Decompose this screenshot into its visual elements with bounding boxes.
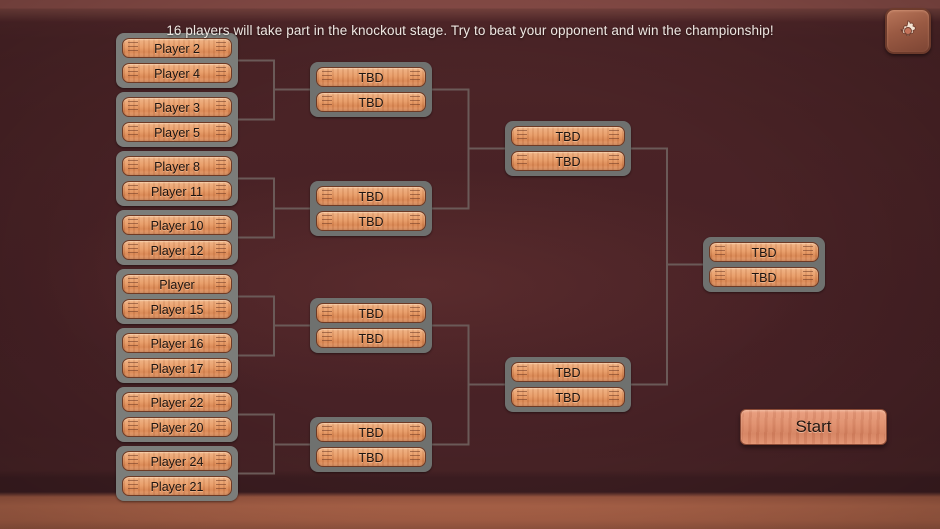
match-slot[interactable]: Player 11 [122,181,232,201]
match-slot-label: Player 17 [150,362,204,376]
match-semifinals-1: TBD TBD [505,121,631,176]
match-slot-label: TBD [358,190,384,204]
match-slot[interactable]: TBD [316,328,426,348]
match-slot[interactable]: Player 21 [122,476,232,496]
match-round-of-16-6: Player 16 Player 17 [116,328,238,383]
match-slot-label: Player 10 [150,219,204,233]
match-slot[interactable]: Player 2 [122,38,232,58]
match-final-1: TBD TBD [703,237,825,292]
match-slot-label: TBD [358,96,384,110]
page-title: 16 players will take part in the knockou… [166,23,774,38]
match-slot-label: Player 21 [150,480,204,494]
match-slot[interactable]: TBD [511,151,625,171]
match-quarterfinals-2: TBD TBD [310,181,432,236]
match-slot[interactable]: TBD [316,92,426,112]
match-slot-label: Player 5 [154,126,200,140]
match-slot-label: TBD [358,215,384,229]
match-slot-label: Player 16 [150,337,204,351]
match-slot[interactable]: Player [122,274,232,294]
match-round-of-16-7: Player 22 Player 20 [116,387,238,442]
match-slot-label: Player 4 [154,67,200,81]
match-round-of-16-2: Player 3 Player 5 [116,92,238,147]
match-slot-label: Player 15 [150,303,204,317]
match-slot[interactable]: TBD [709,242,819,262]
match-round-of-16-4: Player 10 Player 12 [116,210,238,265]
settings-button[interactable] [885,8,931,54]
match-semifinals-2: TBD TBD [505,357,631,412]
match-slot-label: Player 2 [154,42,200,56]
match-slot[interactable]: Player 4 [122,63,232,83]
match-slot-label: Player 11 [151,185,203,199]
match-round-of-16-1: Player 2 Player 4 [116,33,238,88]
match-slot[interactable]: TBD [316,422,426,442]
match-slot[interactable]: Player 10 [122,215,232,235]
match-slot[interactable]: TBD [709,267,819,287]
start-button-label: Start [795,417,832,436]
match-slot[interactable]: Player 17 [122,358,232,378]
match-slot-label: TBD [358,332,384,346]
match-slot-label: Player 20 [150,421,204,435]
match-slot[interactable]: TBD [316,447,426,467]
match-slot[interactable]: Player 3 [122,97,232,117]
match-slot-label: TBD [555,155,581,169]
match-quarterfinals-1: TBD TBD [310,62,432,117]
match-slot-label: Player [159,278,195,292]
start-button[interactable]: Start [740,409,887,445]
match-slot-label: TBD [358,451,384,465]
match-slot[interactable]: TBD [316,303,426,323]
match-slot-label: Player 12 [150,244,204,258]
gear-icon [896,19,920,43]
match-slot-label: Player 24 [150,455,204,469]
match-slot[interactable]: Player 8 [122,156,232,176]
match-quarterfinals-3: TBD TBD [310,298,432,353]
match-slot-label: TBD [751,271,777,285]
match-round-of-16-8: Player 24 Player 21 [116,446,238,501]
match-slot[interactable]: TBD [511,362,625,382]
match-slot-label: TBD [555,366,581,380]
match-slot[interactable]: Player 16 [122,333,232,353]
match-slot[interactable]: Player 22 [122,392,232,412]
match-slot-label: TBD [358,71,384,85]
match-slot-label: TBD [358,307,384,321]
match-slot[interactable]: Player 5 [122,122,232,142]
match-slot[interactable]: TBD [511,126,625,146]
match-slot[interactable]: Player 15 [122,299,232,319]
match-slot-label: TBD [555,391,581,405]
match-slot-label: Player 22 [150,396,204,410]
match-slot[interactable]: TBD [511,387,625,407]
match-quarterfinals-4: TBD TBD [310,417,432,472]
match-slot[interactable]: Player 24 [122,451,232,471]
match-slot[interactable]: TBD [316,186,426,206]
match-slot[interactable]: TBD [316,67,426,87]
match-slot-label: Player 3 [154,101,200,115]
match-slot-label: Player 8 [154,160,200,174]
match-slot[interactable]: TBD [316,211,426,231]
match-slot[interactable]: Player 20 [122,417,232,437]
match-round-of-16-3: Player 8 Player 11 [116,151,238,206]
match-slot-label: TBD [358,426,384,440]
match-slot-label: TBD [555,130,581,144]
match-slot[interactable]: Player 12 [122,240,232,260]
match-slot-label: TBD [751,246,777,260]
